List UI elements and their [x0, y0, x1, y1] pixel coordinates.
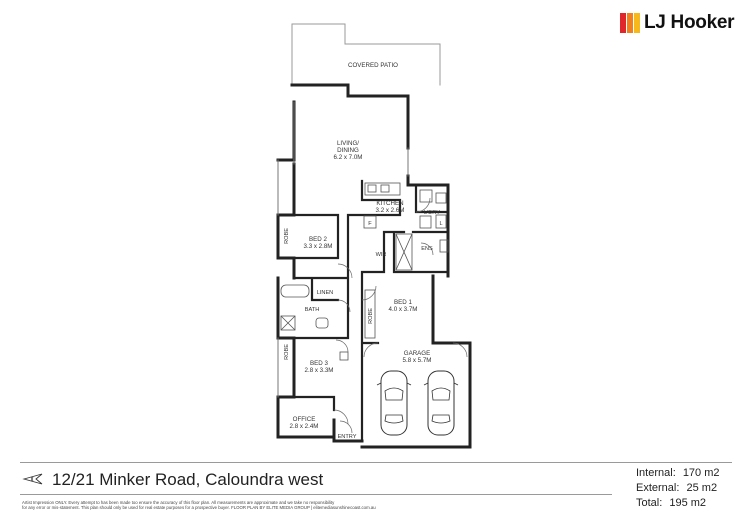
- area-total: Total: 195 m2: [636, 496, 746, 511]
- room-label-living-dining-2: DINING: [337, 147, 359, 154]
- logo-bar-orange: [627, 13, 633, 33]
- room-label-bed-1: BED 1: [394, 299, 412, 306]
- room-label-ensuite: ENS: [421, 246, 433, 252]
- room-label-living-dining: LIVING/: [337, 140, 359, 147]
- room-label-bed-3: BED 3: [310, 360, 328, 367]
- room-dims-bed-3: 2.8 x 3.3M: [305, 367, 334, 374]
- room-label-garage: GARAGE: [404, 350, 430, 357]
- room-dims-kitchen: 3.2 x 2.6M: [376, 207, 405, 214]
- area-external-label: External:: [636, 482, 680, 494]
- room-label-entry: ENTRY: [338, 434, 357, 440]
- room-dims-garage: 5.8 x 5.7M: [403, 357, 432, 364]
- logo-bar-yellow: [634, 13, 640, 33]
- lj-hooker-logo: LJ Hooker: [620, 12, 738, 34]
- room-label-bed-2: BED 2: [309, 236, 327, 243]
- room-dims-bed-2: 3.3 x 2.8M: [304, 243, 333, 250]
- area-external-value: 25 m2: [686, 482, 718, 494]
- room-label-covered-patio: COVERED PATIO: [348, 62, 398, 69]
- area-total-label: Total:: [636, 497, 663, 509]
- logo-bar-red: [620, 13, 626, 33]
- footer-divider-mid: [20, 494, 612, 495]
- area-total-value: 195 m2: [669, 497, 707, 509]
- disclaimer-line-2: for any error or mis-statement. This pla…: [22, 505, 376, 511]
- car-icon-left: [376, 370, 412, 436]
- logo-mark-icon: [620, 13, 642, 33]
- room-label-laundry: L'DRY: [424, 210, 440, 216]
- property-address: 12/21 Minker Road, Caloundra west: [52, 470, 324, 489]
- footer-divider-top: [20, 462, 732, 463]
- room-dims-living-dining: 6.2 x 7.0M: [334, 154, 363, 161]
- robe-label-bed-1: ROBE: [368, 308, 374, 324]
- room-label-bath: BATH: [305, 307, 320, 313]
- room-label-wir: WIR: [376, 252, 387, 258]
- room-dims-office: 2.8 x 2.4M: [290, 423, 319, 430]
- laundry-tub-label: L: [439, 221, 442, 227]
- disclaimer-line-1: Artist Impression ONLY. Every attempt to…: [22, 500, 335, 505]
- robe-label-bed-3: ROBE: [284, 344, 290, 360]
- north-arrow-icon: [22, 473, 43, 485]
- area-internal-value: 170 m2: [682, 467, 720, 479]
- area-internal-label: Internal:: [636, 467, 676, 479]
- room-dims-bed-1: 4.0 x 3.7M: [389, 306, 418, 313]
- fridge-label: F: [368, 221, 372, 227]
- car-icon-right: [423, 370, 459, 436]
- disclaimer: Artist Impression ONLY. Every attempt to…: [22, 500, 622, 511]
- room-label-kitchen: KITCHEN: [376, 200, 403, 207]
- room-label-linen: LINEN: [317, 290, 333, 296]
- area-summary: Internal: 170 m2 External: 25 m2 Total: …: [636, 466, 746, 511]
- area-external: External: 25 m2: [636, 481, 746, 496]
- robe-label-bed-2: ROBE: [284, 228, 290, 244]
- area-internal: Internal: 170 m2: [636, 466, 746, 481]
- room-label-office: OFFICE: [293, 416, 316, 423]
- brand-name: LJ Hooker: [644, 12, 735, 33]
